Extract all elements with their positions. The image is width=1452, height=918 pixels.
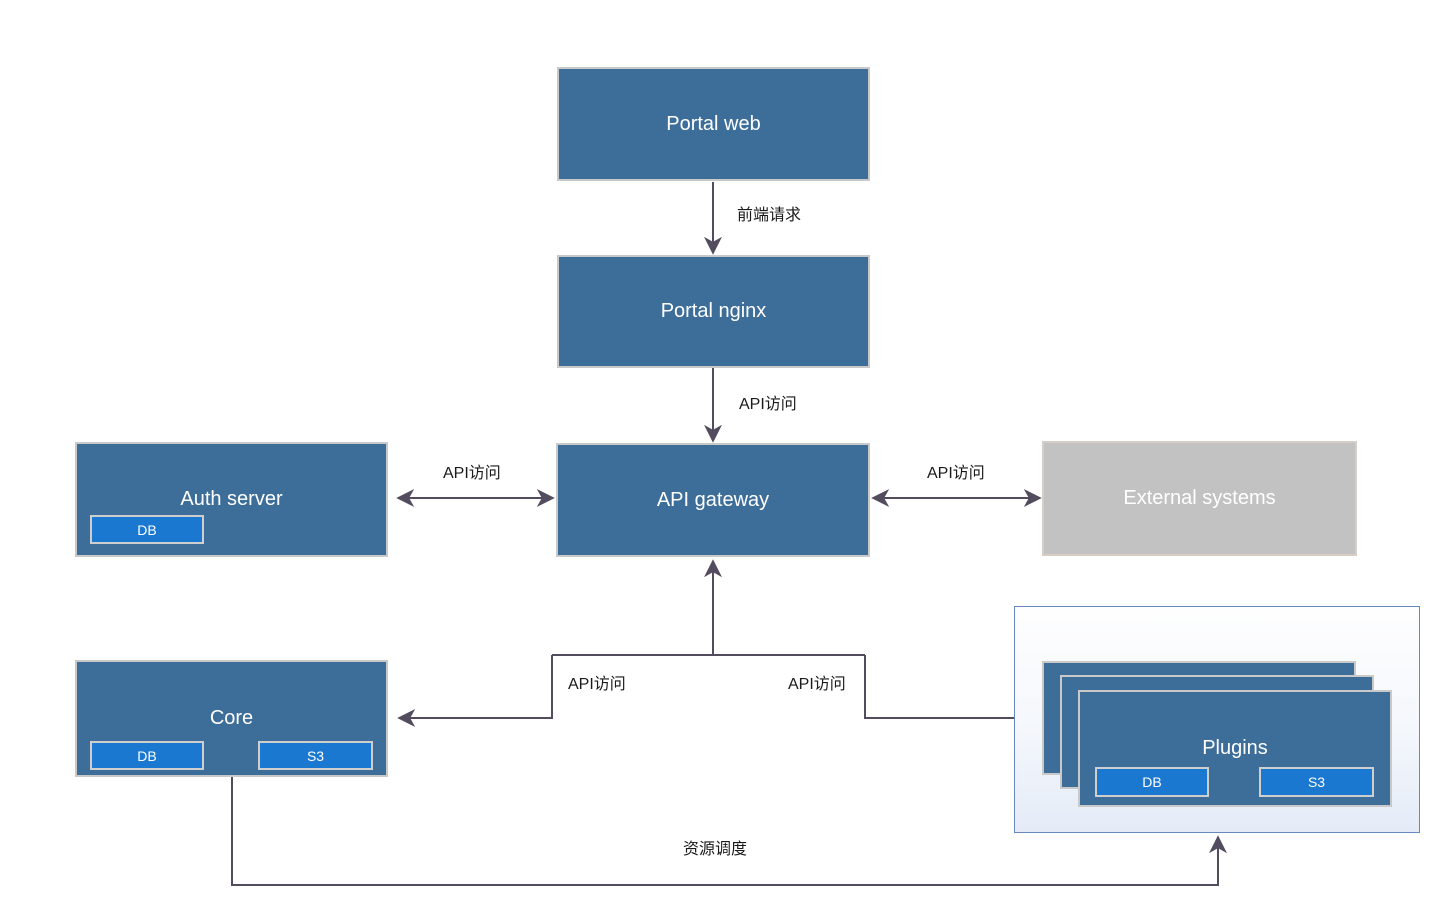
edge-label-api-access-gateway-plugins: API访问 xyxy=(788,676,846,693)
node-plugins-label: Plugins xyxy=(1202,737,1268,759)
edge-label-api-access-auth-gateway: API访问 xyxy=(443,465,501,482)
core-s3-badge: S3 xyxy=(258,741,373,770)
node-portal-nginx-label: Portal nginx xyxy=(660,300,767,322)
node-auth-server: Auth server DB xyxy=(75,442,388,557)
auth-server-db-badge: DB xyxy=(90,515,204,544)
node-portal-nginx: Portal nginx xyxy=(557,255,870,368)
node-plugins: Plugins DB S3 xyxy=(1078,690,1392,807)
edge-label-frontend-request: 前端请求 xyxy=(737,207,802,224)
plugins-s3-badge: S3 xyxy=(1259,767,1374,797)
node-core-label: Core xyxy=(209,707,254,729)
node-portal-web-label: Portal web xyxy=(666,112,761,135)
plugins-group-container: Plugins DB S3 xyxy=(1014,606,1420,833)
edge-label-resource-scheduling: 资源调度 xyxy=(683,841,748,858)
core-db-badge: DB xyxy=(90,741,204,770)
node-api-gateway-label: API gateway xyxy=(656,488,770,511)
node-portal-web: Portal web xyxy=(557,67,870,181)
edge-label-api-access-nginx-gateway: API访问 xyxy=(739,396,797,413)
edge-label-api-access-gateway-core: API访问 xyxy=(568,676,626,693)
edge-label-api-access-gateway-external: API访问 xyxy=(927,465,985,482)
node-api-gateway: API gateway xyxy=(556,443,870,557)
node-core: Core DB S3 xyxy=(75,660,388,777)
plugins-db-badge: DB xyxy=(1095,767,1209,797)
edge-trunk-to-core xyxy=(397,655,553,727)
node-external-systems-label: External systems xyxy=(1123,487,1276,509)
node-external-systems: External systems xyxy=(1042,441,1357,556)
node-auth-server-label: Auth server xyxy=(180,488,283,510)
